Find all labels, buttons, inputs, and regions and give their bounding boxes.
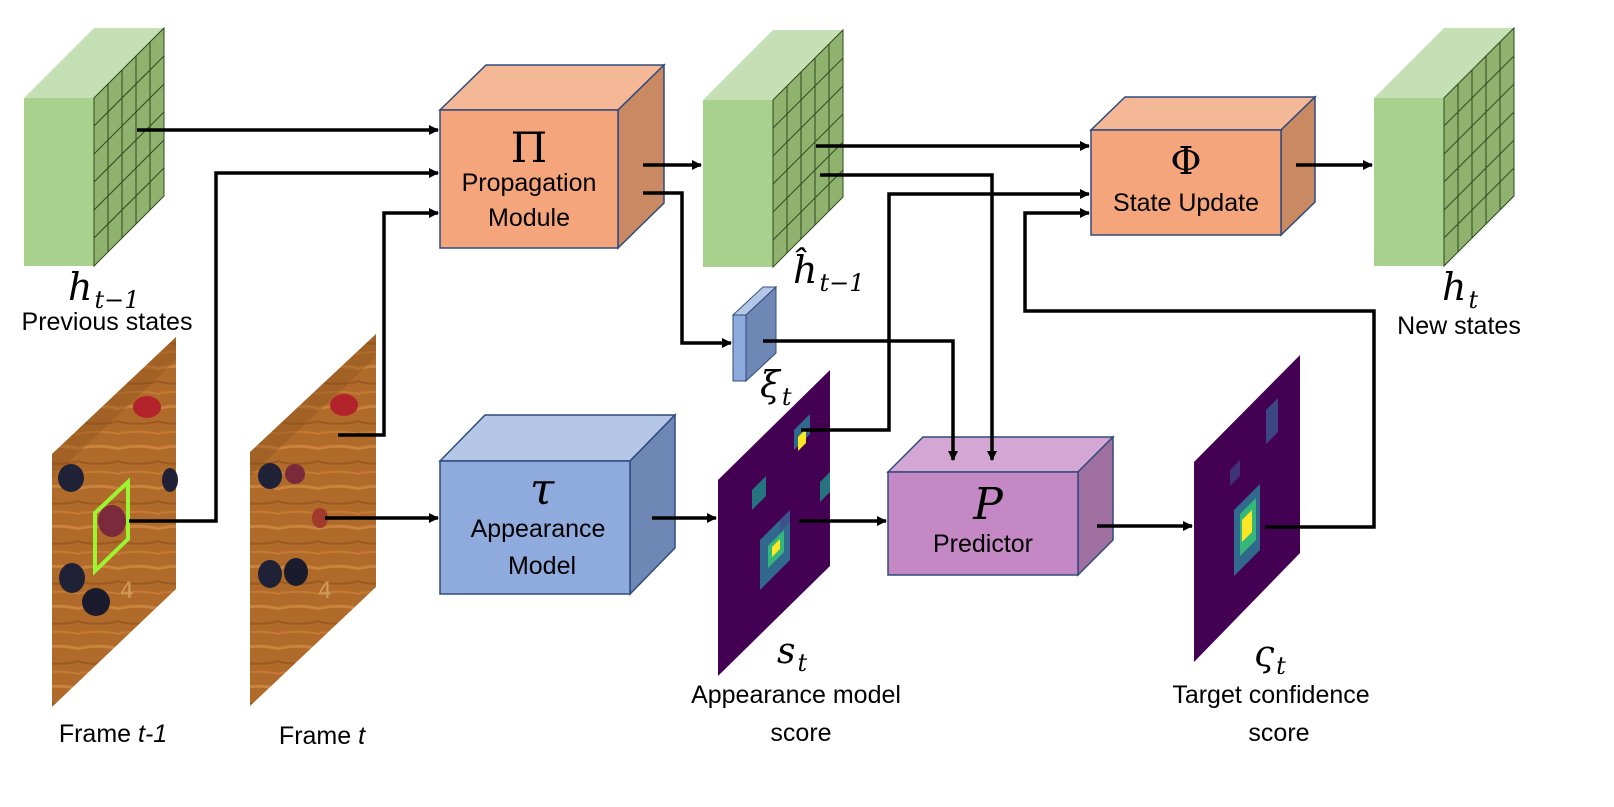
appearance-label-line1: Appearance	[471, 515, 606, 543]
appearance-model-front	[439, 460, 631, 595]
previous-states-tensor	[24, 26, 165, 268]
propagated-states-tensor	[703, 28, 844, 269]
frame-curr-label: Frame t	[279, 722, 366, 750]
appearance-score-symbol: st	[777, 631, 807, 677]
frame-prev-label: Frame t-1	[59, 720, 167, 748]
prev-state-top	[24, 28, 164, 98]
prop-state-symbol: ĥt−1	[793, 248, 865, 297]
arrow-frame-prev-to-propagation	[129, 168, 439, 523]
new-state-symbol: ht	[1442, 265, 1478, 314]
appearance-symbol: τ	[530, 464, 555, 515]
confidence-score-caption-line2: score	[1248, 719, 1309, 747]
confidence-score-heatmap	[1194, 355, 1300, 662]
prop-state-top	[703, 30, 843, 100]
appearance-model-module: τ Appearance Model	[438, 413, 677, 596]
target-box	[93, 477, 130, 576]
new-states-tensor	[1374, 26, 1515, 268]
xi-symbol: ξt	[760, 365, 792, 411]
appearance-score-caption-line1: Appearance model	[691, 681, 901, 709]
frame-t-minus-1-image: 4	[52, 337, 178, 707]
state-update-top	[1089, 96, 1317, 131]
appearance-score-caption-line2: score	[770, 719, 831, 747]
state-update-module: Φ State Update	[1089, 95, 1317, 237]
arrow-confidence-to-state-update	[1023, 208, 1376, 529]
propagation-module: Π Propagation Module	[438, 63, 666, 250]
propagation-module-front	[439, 109, 619, 249]
arrow-appearance-score-to-state-update	[801, 189, 1090, 432]
appearance-label-line2: Model	[508, 552, 576, 580]
svg-text:4: 4	[120, 579, 134, 604]
predictor-symbol: P	[972, 479, 1004, 530]
arrow-prop-state-to-predictor	[820, 173, 997, 461]
arrows	[129, 125, 1376, 531]
propagation-label-line2: Module	[488, 204, 570, 232]
state-update-label: State Update	[1113, 189, 1259, 217]
new-state-top	[1374, 28, 1514, 98]
predictor-module: P Predictor	[886, 435, 1115, 577]
arrow-xi-to-predictor	[763, 339, 958, 461]
svg-text:4: 4	[318, 579, 332, 604]
predictor-label: Predictor	[933, 530, 1033, 558]
arrow-frame-t-to-propagation	[338, 208, 439, 437]
arrow-propagation-to-xi	[643, 191, 732, 348]
predictor-front	[887, 471, 1079, 576]
state-update-front	[1090, 129, 1282, 236]
prev-state-front	[24, 98, 94, 266]
confidence-score-symbol: ςt	[1254, 634, 1286, 680]
prev-state-caption: Previous states	[22, 308, 193, 336]
prop-state-front	[703, 100, 773, 267]
xi-front	[732, 314, 747, 382]
new-state-caption: New states	[1397, 312, 1521, 340]
predictor-top	[886, 436, 1115, 473]
appearance-score-heatmap	[718, 370, 830, 676]
prev-state-symbol: ht−1	[68, 265, 140, 314]
frame-t-image: 4	[250, 334, 376, 706]
confidence-score-caption-line1: Target confidence	[1172, 681, 1369, 709]
state-update-symbol: Φ	[1170, 139, 1201, 183]
propagation-label-line1: Propagation	[462, 169, 597, 197]
propagation-symbol: Π	[511, 123, 548, 172]
xi-feature-block	[731, 285, 778, 383]
new-state-front	[1374, 98, 1444, 266]
